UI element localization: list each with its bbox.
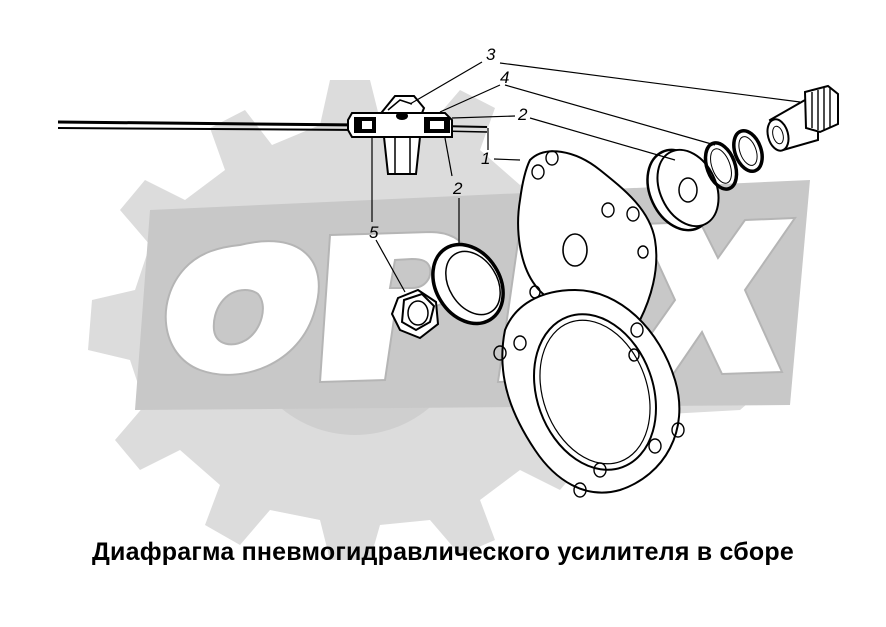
callout-4: 4 [500,68,509,87]
leader-lines [371,61,801,293]
washer-upper [646,148,720,232]
callout-2-upper: 2 [517,105,528,124]
washer-lower [431,242,505,326]
gasket-upper [517,150,658,337]
diagram-caption: Диафрагма пневмогидравлического усилител… [92,538,794,566]
watermark-logo [88,80,810,560]
callout-3: 3 [486,45,496,64]
hex-nut [390,288,440,340]
callout-5: 5 [369,223,379,242]
union-fitting [766,84,839,152]
o-rings [703,129,764,191]
gasket-lower [493,285,685,498]
fitting-body [347,95,453,175]
callout-2-lower: 2 [452,179,463,198]
callout-1: 1 [481,149,490,168]
